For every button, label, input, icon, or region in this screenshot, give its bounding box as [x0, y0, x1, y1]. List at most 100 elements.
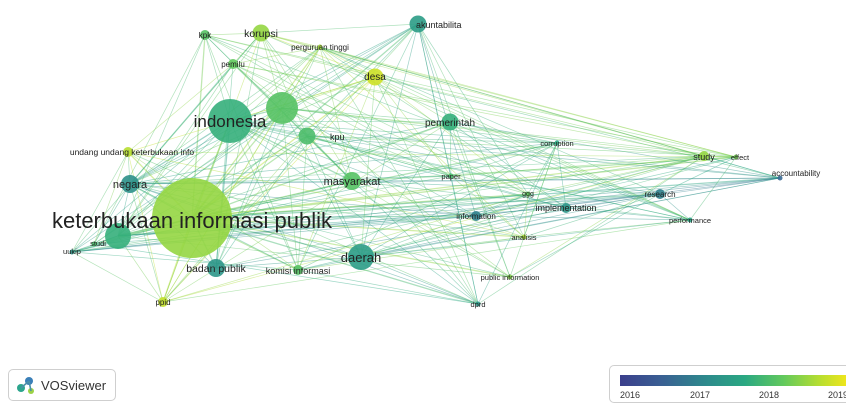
node-label-research[interactable]: research [644, 190, 675, 199]
network-edge [475, 193, 529, 217]
network-edge [351, 180, 511, 278]
network-edge [281, 107, 299, 271]
node-label-kpu[interactable]: kpu [330, 132, 345, 142]
node-label-negara[interactable]: negara [113, 179, 148, 191]
network-edge [71, 251, 164, 303]
node-label-public-info[interactable]: public information [481, 273, 540, 282]
node-label-komisi[interactable]: komisi informasi [266, 266, 331, 276]
network-edge [659, 156, 737, 195]
node-label-paper[interactable]: paper [441, 172, 461, 181]
node-uukip2[interactable] [69, 249, 75, 255]
node-label-daerah[interactable]: daerah [341, 250, 381, 265]
node-masyarakat[interactable] [343, 172, 361, 190]
node-label-uukip2[interactable]: uukip [63, 247, 81, 256]
node-label-effect[interactable]: effect [731, 153, 750, 162]
network-edge [360, 193, 661, 258]
node-ppid[interactable] [158, 297, 168, 307]
node-studi[interactable] [91, 241, 97, 247]
network-edge [127, 151, 479, 305]
network-edge [527, 155, 705, 195]
node-akuntabilita[interactable] [409, 15, 427, 33]
network-edge [71, 120, 231, 253]
node-label-pemerintah[interactable]: pemerintah [425, 118, 475, 129]
node-label-masyarakat[interactable]: masyarakat [324, 176, 381, 188]
node-label-pemilu[interactable]: pemilu [221, 60, 245, 69]
node-analisis[interactable] [521, 234, 527, 240]
network-edge [204, 34, 705, 157]
network-edge [117, 63, 234, 237]
network-edge [351, 180, 525, 238]
network-edge [191, 155, 705, 219]
node-label-accountability[interactable]: accountability [772, 169, 820, 178]
node-label-study[interactable]: study [693, 152, 715, 162]
node-accountability[interactable] [777, 175, 783, 181]
node-label-dprd[interactable]: dprd [470, 300, 485, 309]
vosviewer-badge[interactable]: VOSviewer [8, 369, 116, 401]
node-negara[interactable] [121, 175, 139, 193]
node-information[interactable] [471, 211, 481, 221]
network-edge [191, 121, 451, 219]
node-paper[interactable] [448, 173, 454, 179]
node-desa[interactable] [366, 68, 384, 86]
node-effect[interactable] [733, 154, 739, 160]
node-pemerintah[interactable] [441, 113, 459, 131]
node-hub2[interactable] [105, 223, 131, 249]
network-edge [260, 32, 705, 157]
year-color-legend: 2016 2017 2018 2019 [609, 365, 846, 403]
node-label-desa[interactable]: desa [364, 72, 386, 83]
network-edge [260, 32, 737, 158]
node-label-ggg[interactable]: ggg [522, 191, 534, 198]
node-label-uukip[interactable]: undang undang keterbukaan info [70, 147, 195, 157]
node-dprd[interactable] [475, 301, 481, 307]
node-hub1[interactable] [266, 92, 298, 124]
node-label-information[interactable]: information [456, 212, 496, 221]
node-label-perguruan[interactable]: perguruan tinggi [291, 43, 349, 52]
network-edge [475, 177, 781, 217]
network-edge [162, 219, 691, 303]
node-performance[interactable] [687, 217, 693, 223]
node-study[interactable] [699, 151, 709, 161]
node-ggg[interactable] [525, 191, 531, 197]
node-pemilu[interactable] [228, 59, 238, 69]
legend-gradient-bar [620, 375, 846, 386]
node-perguruan[interactable] [317, 44, 323, 50]
node-kpu[interactable] [298, 127, 316, 145]
network-edge [306, 23, 419, 137]
node-uukip[interactable] [123, 147, 133, 157]
node-corruption[interactable] [554, 140, 560, 146]
network-edge [360, 156, 737, 258]
network-edge [204, 34, 737, 158]
network-edge [162, 76, 376, 303]
vosviewer-name: VOSviewer [41, 377, 107, 393]
node-daerah[interactable] [348, 244, 374, 270]
node-research[interactable] [655, 189, 665, 199]
node-korupsi[interactable] [252, 24, 270, 42]
network-edge [297, 177, 781, 271]
node-kip[interactable] [152, 178, 232, 258]
network-edge [319, 46, 376, 78]
node-label-implementation[interactable]: implementation [535, 203, 596, 213]
node-label-korupsi[interactable]: korupsi [244, 28, 278, 40]
node-label-performance[interactable]: performance [669, 216, 711, 225]
node-public-info[interactable] [507, 274, 513, 280]
network-nodes[interactable] [69, 15, 783, 308]
node-label-kip[interactable]: keterbukaan informasi publik [52, 208, 333, 233]
node-label-corruption[interactable]: corruption [540, 139, 573, 148]
node-label-studi[interactable]: studi [90, 239, 106, 248]
network-edge [232, 63, 353, 182]
node-komisi[interactable] [293, 265, 303, 275]
node-label-analisis[interactable]: analisis [511, 233, 536, 242]
network-edge [191, 193, 529, 219]
node-label-kpk[interactable]: kpk [199, 31, 212, 40]
node-indonesia[interactable] [208, 99, 252, 143]
node-label-badan-publik[interactable]: badan publik [186, 263, 246, 275]
network-edge [129, 142, 558, 185]
node-kpk[interactable] [200, 30, 210, 40]
node-implementation[interactable] [561, 203, 571, 213]
node-label-akuntabilita[interactable]: akuntabilita [416, 20, 462, 30]
network-edge [191, 193, 661, 219]
node-label-indonesia[interactable]: indonesia [194, 112, 267, 131]
node-badan-publik[interactable] [207, 259, 225, 277]
node-label-ppid[interactable]: ppid [155, 298, 170, 307]
